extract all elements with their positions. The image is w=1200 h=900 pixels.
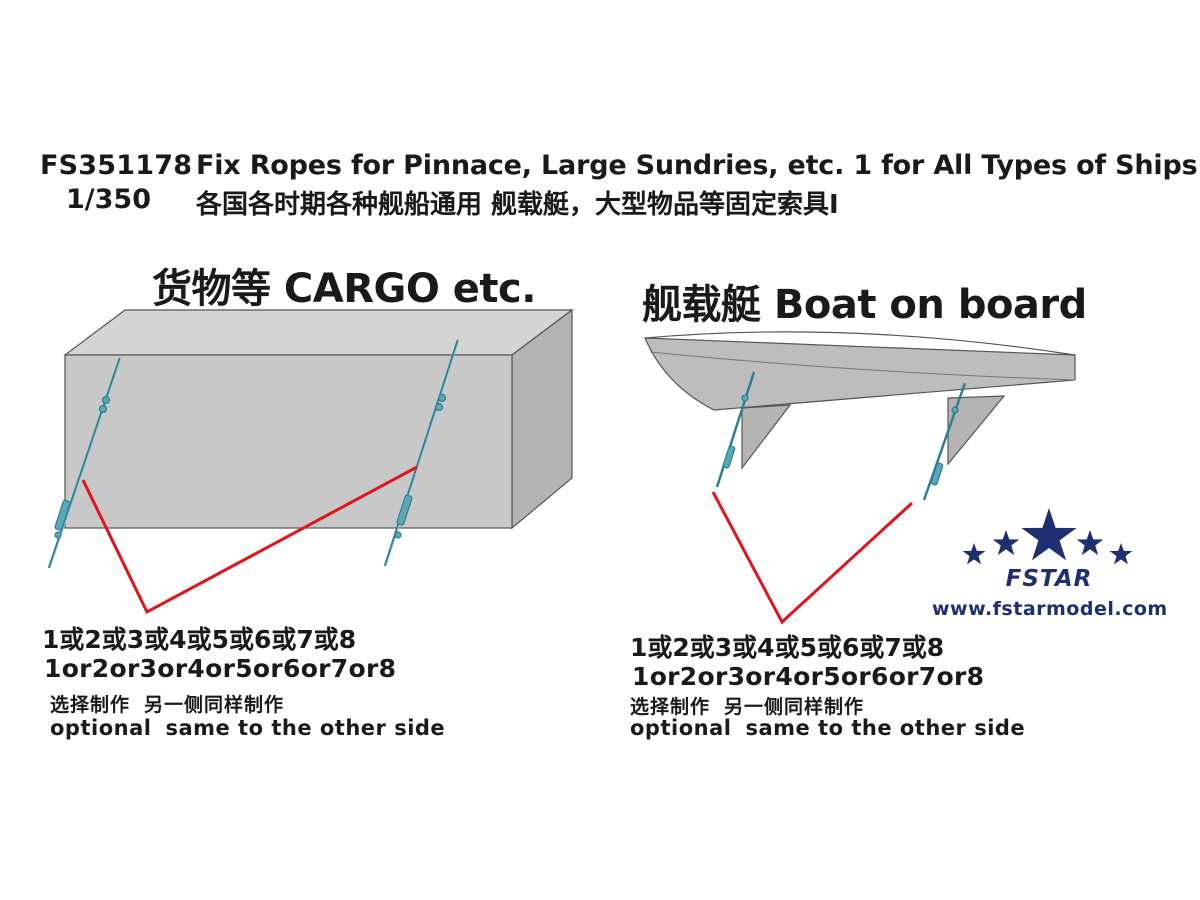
cargo-options-en: 1or2or3or4or5or6or7or8 (44, 654, 397, 683)
scale-label: 1/350 (66, 184, 152, 215)
boat-note-en-optional: optional (630, 716, 732, 740)
cargo-box (63, 308, 574, 530)
cargo-note-en-optional: optional (50, 716, 152, 740)
cargo-pointer-line (81, 465, 418, 615)
title-english: Fix Ropes for Pinnace, Large Sundries, e… (196, 150, 1198, 181)
boat-keel-fin-left (741, 404, 792, 470)
boat-options-cn: 1或2或3或4或5或6或7或8 (630, 633, 945, 662)
boat-hull (644, 331, 1076, 470)
boat-note-cn-optional: 选择制作 (630, 696, 711, 718)
website-link[interactable]: www.fstarmodel.com (932, 598, 1168, 620)
product-code: FS351178 (40, 150, 193, 181)
cargo-note-cn-optional: 选择制作 (50, 694, 131, 716)
fstar-logo-text: FSTAR (1006, 566, 1093, 592)
cargo-note-en-other-side: same to the other side (165, 716, 446, 740)
star-icon (1076, 530, 1104, 556)
star-icon (1109, 543, 1133, 565)
boat-note-cn-other-side: 另一侧同样制作 (724, 696, 865, 718)
cargo-note-en: optional same to the other side (50, 716, 445, 740)
cargo-box-front (64, 354, 513, 529)
cargo-note-cn: 选择制作另一侧同样制作 (50, 690, 284, 717)
boat-heading: 舰载艇 Boat on board (642, 282, 1087, 328)
boat-pointer-line (711, 491, 914, 625)
cargo-note-cn-other-side: 另一侧同样制作 (144, 694, 285, 716)
cargo-options-cn: 1或2或3或4或5或6或7或8 (42, 625, 357, 654)
boat-note-en-other-side: same to the other side (745, 716, 1026, 740)
boat-rope-right (922, 382, 967, 501)
cargo-heading: 货物等 CARGO etc. (152, 266, 536, 312)
star-icon (992, 530, 1020, 556)
boat-note-cn: 选择制作另一侧同样制作 (630, 692, 864, 719)
star-icon (962, 543, 986, 565)
cargo-box-top (63, 309, 574, 356)
title-chinese: 各国各时期各种舰船通用 舰载艇，大型物品等固定索具I (196, 190, 839, 220)
boat-rope-left (715, 371, 756, 488)
cargo-rope-right (383, 339, 460, 567)
boat-note-en: optional same to the other side (630, 716, 1025, 740)
star-icon (1021, 508, 1077, 561)
fstar-logo: FSTAR (962, 508, 1133, 592)
boat-options-en: 1or2or3or4or5or6or7or8 (632, 662, 985, 691)
cargo-rope-left (47, 357, 122, 569)
